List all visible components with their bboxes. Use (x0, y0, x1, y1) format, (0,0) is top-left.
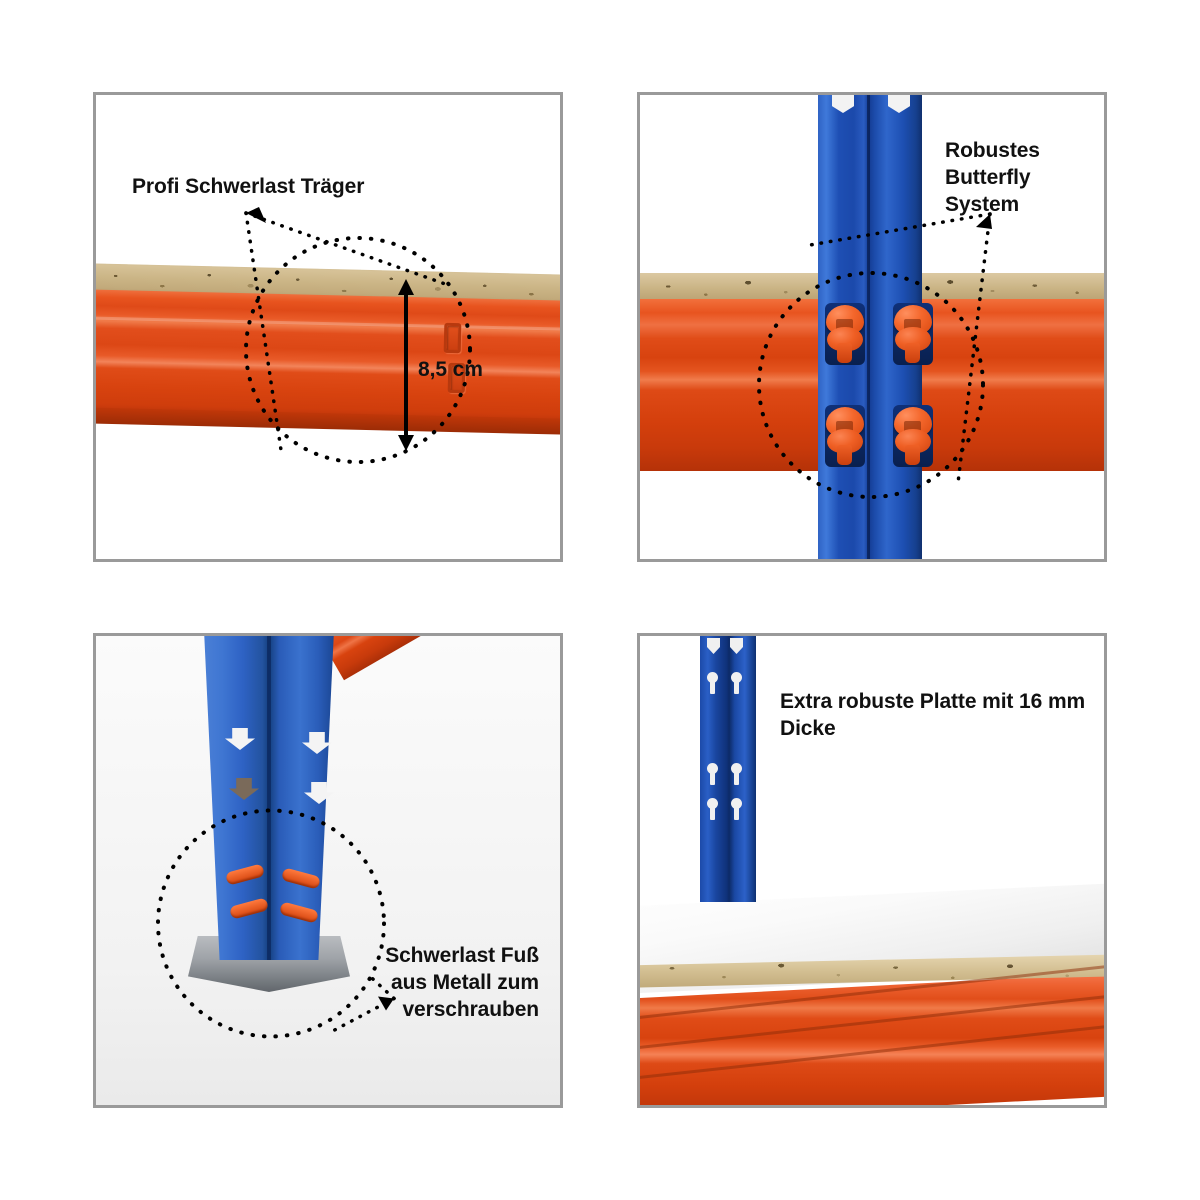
keyhole-slot-6 (730, 798, 743, 820)
clip-stem (837, 343, 852, 363)
upright-tab-left (832, 95, 854, 113)
beam-connector-slot-upper (443, 322, 462, 354)
callout-schwerlast-fuss: Schwerlast Fuß aus Metall zum verschraub… (385, 944, 539, 1021)
upright-tab-right (730, 638, 743, 654)
panel-metal-foot: Schwerlast Fuß aus Metall zum verschraub… (93, 633, 563, 1108)
upright-tab-left (707, 638, 720, 654)
keyhole-slot-1 (706, 672, 719, 694)
butterfly-clip-top-right (893, 303, 933, 365)
panel-butterfly-system: Robustes Butterfly System (637, 92, 1107, 562)
panel-grid: Profi Schwerlast Träger 8,5 cm (93, 92, 1107, 1108)
panel-board-thickness: Extra robuste Platte mit 16 mm Dicke (637, 633, 1107, 1108)
dimension-label-beam-height: 8,5 cm (418, 358, 483, 381)
upright-tab-right (888, 95, 910, 113)
keyhole-slot-3 (706, 763, 719, 785)
photo-upright-foot (96, 636, 560, 1105)
keyhole-slot-5 (706, 798, 719, 820)
orange-beam (96, 289, 560, 426)
callout-extra-robuste-platte: Extra robuste Platte mit 16 mm Dicke (780, 690, 1086, 740)
callout-profi-schwerlast-traeger: Profi Schwerlast Träger (132, 175, 365, 198)
butterfly-clip-bottom-right (893, 405, 933, 467)
clip-stem (905, 445, 920, 465)
keyhole-slot-4 (730, 763, 743, 785)
keyhole-slot-2 (730, 672, 743, 694)
butterfly-clip-top-left (825, 303, 865, 365)
callout-robustes-butterfly-system: Robustes Butterfly System (945, 139, 1040, 216)
panel-beam-height: Profi Schwerlast Träger 8,5 cm (93, 92, 563, 562)
clip-stem (837, 445, 852, 465)
clip-stem (905, 343, 920, 363)
photo-beam-profile (96, 95, 560, 559)
butterfly-clip-bottom-left (825, 405, 865, 467)
photo-shelf-board (640, 636, 1104, 1105)
